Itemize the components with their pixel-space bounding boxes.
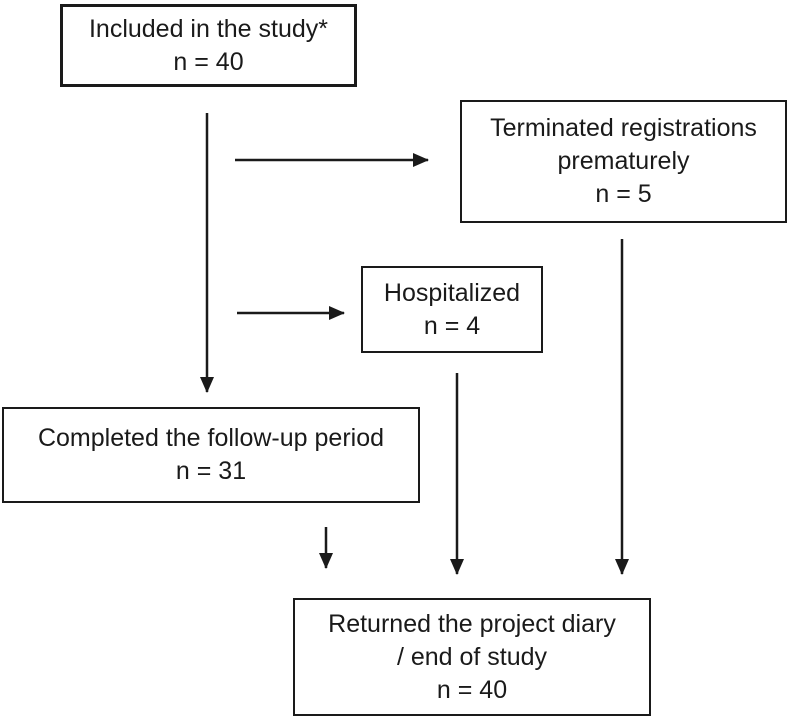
box-terminated-registrations: Terminated registrations prematurely n =… xyxy=(460,100,787,223)
box-completed-followup: Completed the follow-up period n = 31 xyxy=(2,407,420,503)
box-completed-line1: Completed the follow-up period xyxy=(37,424,385,452)
box-returned-diary: Returned the project diary / end of stud… xyxy=(293,598,651,716)
box-hospitalized: Hospitalized n = 4 xyxy=(361,266,543,353)
box-returned-count: n = 40 xyxy=(436,675,508,704)
box-terminated-line2: prematurely xyxy=(557,147,690,175)
box-hospitalized-count: n = 4 xyxy=(423,311,481,340)
box-hospitalized-line1: Hospitalized xyxy=(383,278,521,307)
box-included-line1: Included in the study* xyxy=(88,14,329,43)
box-completed-count: n = 31 xyxy=(175,457,247,485)
box-returned-line1: Returned the project diary xyxy=(328,609,616,638)
box-returned-line2: / end of study xyxy=(396,642,548,671)
box-terminated-count: n = 5 xyxy=(595,180,652,208)
box-included-in-study: Included in the study* n = 40 xyxy=(60,4,357,87)
box-included-count: n = 40 xyxy=(173,47,244,76)
box-terminated-line1: Terminated registrations xyxy=(490,114,757,142)
